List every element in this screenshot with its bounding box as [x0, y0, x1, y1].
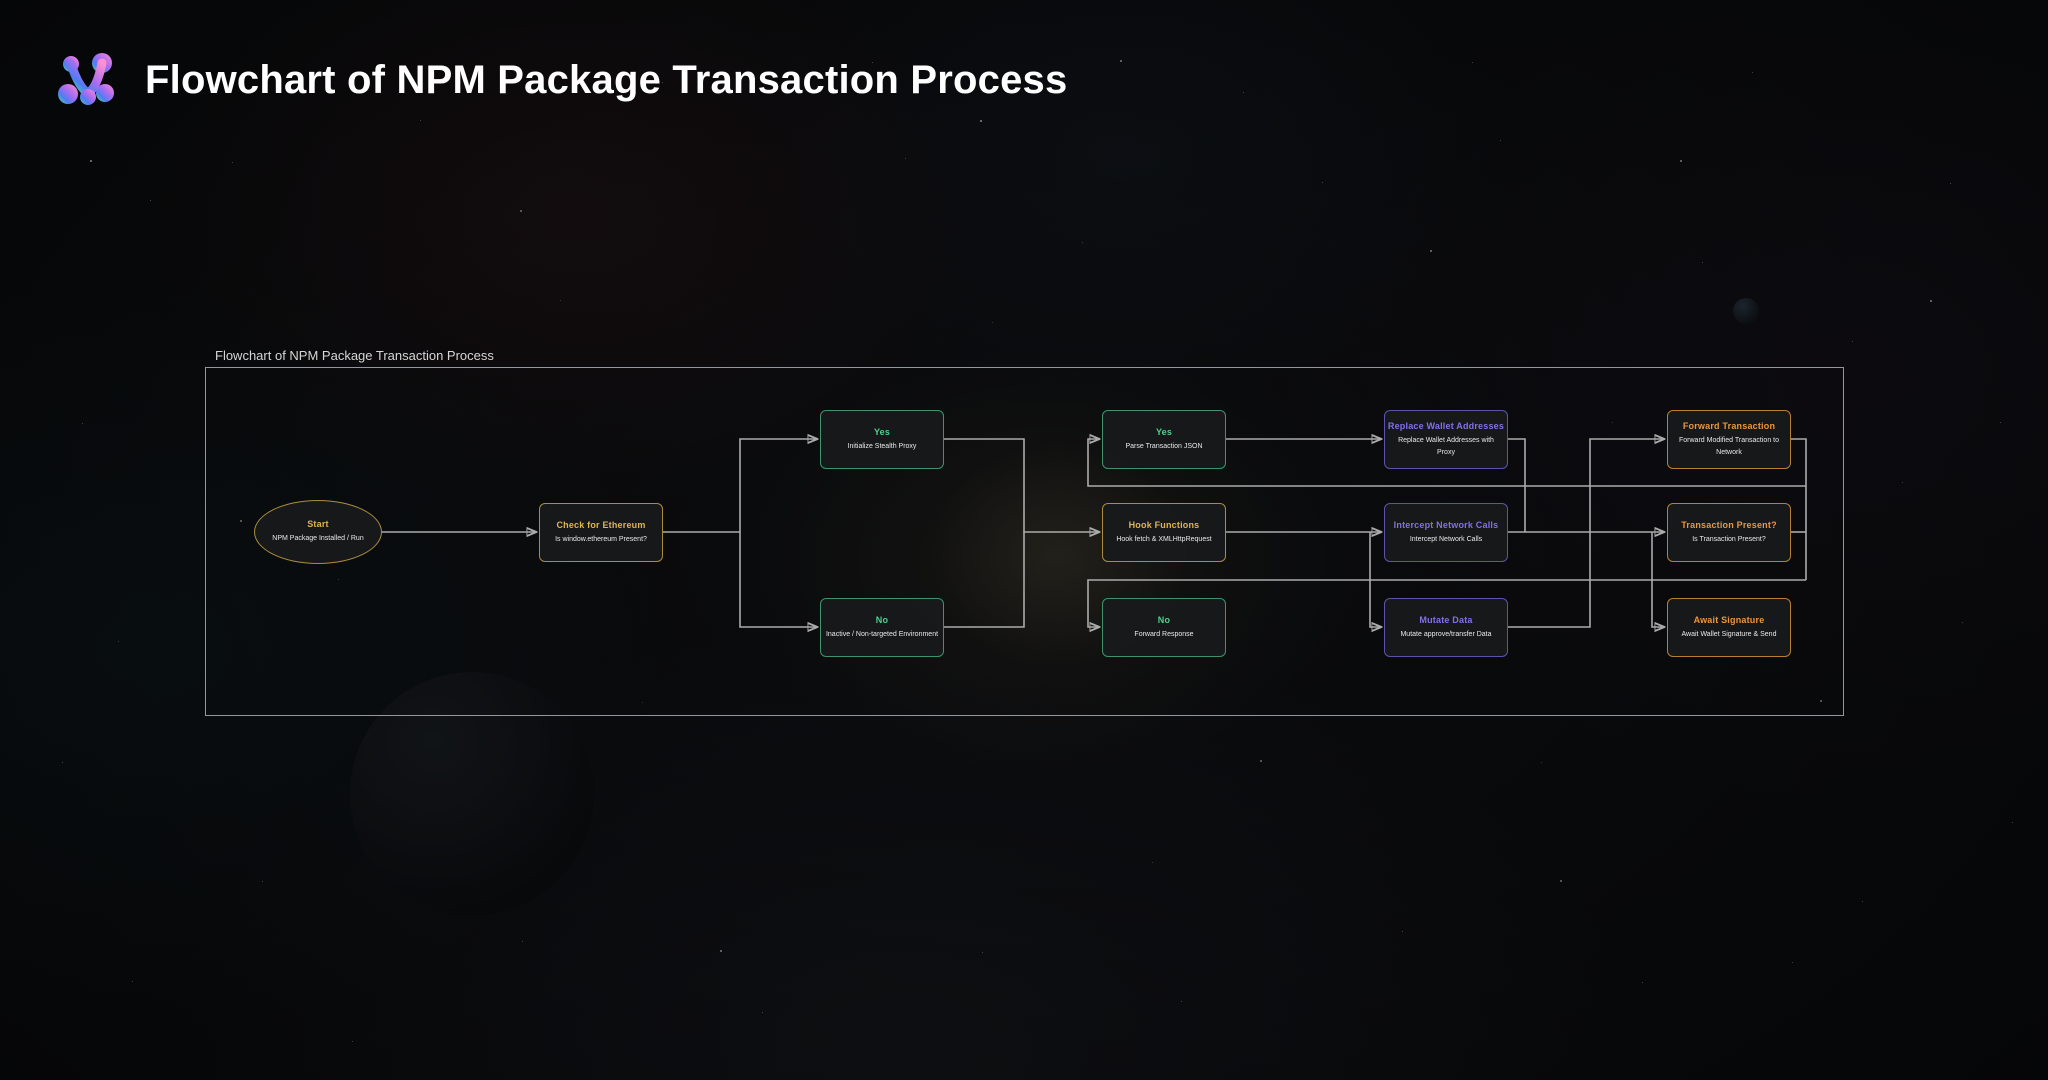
node-title: Transaction Present? [1681, 519, 1777, 530]
starfield-bright [0, 0, 2, 2]
node-title: Replace Wallet Addresses [1387, 421, 1505, 432]
node-title: Forward Transaction [1682, 421, 1776, 432]
page-header: Flowchart of NPM Package Transaction Pro… [57, 52, 1067, 108]
node-subtitle: Is Transaction Present? [1692, 535, 1766, 543]
planet-silhouette-large [350, 672, 594, 916]
node-subtitle: Initialize Stealth Proxy [847, 442, 917, 450]
node-no-forward-response: No Forward Response [1102, 598, 1226, 657]
node-subtitle: Parse Transaction JSON [1125, 442, 1203, 450]
node-no-inactive: No Inactive / Non-targeted Environment [820, 598, 944, 657]
node-mutate-data: Mutate Data Mutate approve/transfer Data [1384, 598, 1508, 657]
node-title: Intercept Network Calls [1393, 519, 1499, 530]
node-subtitle: Mutate approve/transfer Data [1400, 630, 1492, 638]
node-title: Start [307, 519, 329, 530]
node-title: Hook Functions [1128, 519, 1200, 530]
node-subtitle: Is window.ethereum Present? [555, 535, 647, 543]
node-subtitle: Forward Response [1134, 630, 1194, 638]
node-start: Start NPM Package Installed / Run [254, 500, 382, 564]
page-title: Flowchart of NPM Package Transaction Pro… [145, 57, 1068, 102]
node-title: Await Signature [1693, 614, 1765, 625]
node-yes-init-proxy: Yes Initialize Stealth Proxy [820, 410, 944, 469]
node-forward-transaction: Forward Transaction Forward Modified Tra… [1667, 410, 1791, 469]
node-yes-parse-json: Yes Parse Transaction JSON [1102, 410, 1226, 469]
diagram-container [205, 367, 1844, 716]
node-subtitle: Inactive / Non-targeted Environment [825, 630, 939, 638]
node-subtitle: NPM Package Installed / Run [272, 535, 364, 543]
node-intercept-calls: Intercept Network Calls Intercept Networ… [1384, 503, 1508, 562]
node-title: No [875, 614, 889, 625]
node-subtitle: Intercept Network Calls [1409, 535, 1483, 543]
node-subtitle: Hook fetch & XMLHttpRequest [1116, 535, 1212, 543]
node-title: No [1157, 614, 1171, 625]
node-check-ethereum: Check for Ethereum Is window.ethereum Pr… [539, 503, 663, 562]
node-title: Check for Ethereum [556, 519, 646, 530]
node-subtitle: Await Wallet Signature & Send [1681, 630, 1777, 638]
planet-silhouette-small [1733, 298, 1759, 324]
node-hook-functions: Hook Functions Hook fetch & XMLHttpReque… [1102, 503, 1226, 562]
node-await-signature: Await Signature Await Wallet Signature &… [1667, 598, 1791, 657]
node-replace-wallet: Replace Wallet Addresses Replace Wallet … [1384, 410, 1508, 469]
diagram-label: Flowchart of NPM Package Transaction Pro… [215, 348, 494, 363]
node-title: Mutate Data [1419, 614, 1473, 625]
node-subtitle: Forward Modified Transaction to Network [1679, 437, 1779, 456]
node-transaction-present: Transaction Present? Is Transaction Pres… [1667, 503, 1791, 562]
node-title: Yes [1155, 426, 1173, 437]
mermaid-logo-icon [58, 53, 114, 105]
node-subtitle: Replace Wallet Addresses with Proxy [1398, 437, 1494, 456]
node-title: Yes [873, 426, 891, 437]
